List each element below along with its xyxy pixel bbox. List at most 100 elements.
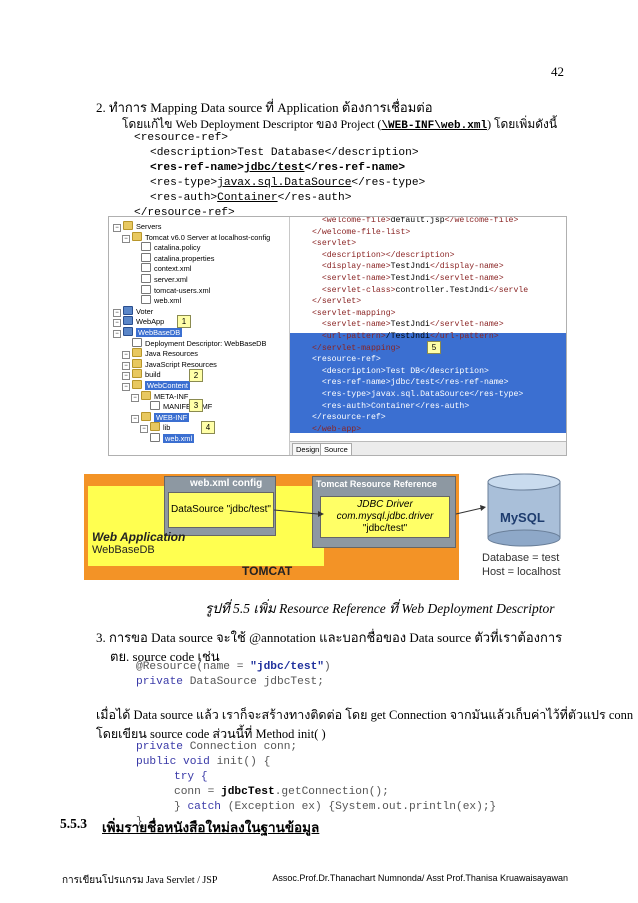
xml-tag: </description> bbox=[420, 366, 489, 376]
code-text: DataSource jdbcTest; bbox=[183, 676, 324, 688]
editor-tabs: Design Source bbox=[290, 441, 566, 455]
expand-toggle-icon[interactable]: − bbox=[122, 383, 130, 391]
expand-toggle-icon[interactable]: − bbox=[113, 308, 121, 317]
tree-item[interactable]: −WebApp bbox=[113, 316, 164, 328]
xml-tag: <servlet-class> bbox=[312, 285, 396, 295]
tree-item-label: Servers bbox=[136, 222, 162, 231]
project-explorer-tree: −Servers−Tomcat v6.0 Server at localhost… bbox=[109, 217, 290, 455]
tree-item[interactable]: − Java Resources bbox=[122, 348, 198, 360]
folder-icon bbox=[132, 380, 142, 389]
tree-item[interactable]: −META-INF bbox=[131, 390, 188, 402]
tree-item[interactable]: MANIFEST.MF bbox=[140, 401, 212, 412]
expand-toggle-icon[interactable]: − bbox=[113, 330, 121, 338]
file-icon bbox=[132, 337, 142, 347]
jdbc-driver-box: JDBC Driver com.mysql.jdbc.driver "jdbc/… bbox=[320, 496, 450, 538]
tree-item[interactable]: −WEB-INF bbox=[131, 411, 190, 423]
get-connection-line: conn = jdbcTest.getConnection(); bbox=[174, 785, 389, 800]
xml-tag: <description> bbox=[312, 250, 386, 260]
xml-tag: </servle bbox=[488, 285, 529, 295]
xml-tag: </description> bbox=[385, 250, 455, 260]
tree-item-label: web.xml bbox=[163, 434, 195, 443]
tree-item[interactable]: tomcat-users.xml bbox=[131, 284, 210, 296]
editor-line: <res-type>javax.sql.DataSource</res-type… bbox=[312, 389, 523, 400]
code-text: (Exception ex) {System.out.println(ex);} bbox=[221, 801, 497, 813]
code-keyword: catch bbox=[187, 801, 222, 813]
tree-item[interactable]: catalina.properties bbox=[131, 252, 215, 264]
datasource-box: DataSource "jdbc/test" bbox=[168, 492, 274, 528]
tab-design[interactable]: Design bbox=[292, 443, 324, 455]
db-cylinder-bottom bbox=[487, 529, 561, 547]
xml-tag: </res-auth> bbox=[415, 401, 470, 411]
item3-example: ตย. source code เช่น bbox=[110, 649, 220, 664]
xml-tag: <res-auth> bbox=[312, 401, 371, 411]
tree-item-label: catalina.properties bbox=[154, 253, 215, 263]
tomcat-label: TOMCAT bbox=[242, 564, 293, 578]
file-icon bbox=[141, 295, 151, 305]
tree-item[interactable]: −Tomcat v6.0 Server at localhost-config bbox=[122, 231, 270, 243]
diagram-connectors bbox=[273, 473, 561, 547]
xml-tag: <url-pattern> bbox=[312, 332, 386, 341]
tree-item[interactable]: −lib bbox=[140, 422, 170, 434]
tab-source[interactable]: Source bbox=[320, 443, 352, 455]
tree-item[interactable]: − Servers bbox=[113, 221, 161, 232]
project-icon bbox=[123, 316, 133, 326]
item2-desc: โดยแก้ไข Web Deployment Descriptor ของ P… bbox=[122, 115, 557, 134]
file-icon bbox=[150, 433, 160, 442]
mysql-label: MySQL bbox=[500, 510, 545, 525]
init-method-line: public void init() { bbox=[136, 755, 270, 770]
datasource-decl-line: private DataSource jdbcTest; bbox=[136, 675, 324, 690]
expand-toggle-icon[interactable]: − bbox=[140, 425, 148, 434]
tree-item-label: JavaScript Resources bbox=[145, 359, 217, 369]
folder-icon bbox=[150, 422, 160, 432]
item3-title: 3. การขอ Data source จะใช้ @annotation แ… bbox=[96, 630, 563, 645]
tree-item[interactable]: context.xml bbox=[131, 263, 191, 274]
tree-item[interactable]: −WebContent bbox=[122, 380, 190, 391]
editor-line: <servlet-name>TestJndi</servlet-name> bbox=[312, 319, 504, 330]
code-keyword: private bbox=[136, 676, 183, 688]
expand-toggle-icon[interactable]: − bbox=[113, 224, 121, 232]
web-application-label: Web Application bbox=[92, 530, 186, 544]
editor-line: <description></description> bbox=[312, 250, 455, 261]
code-tag: <res-ref-name> bbox=[150, 162, 244, 174]
xml-tag: </servlet-name> bbox=[429, 320, 504, 330]
xml-text: controller.TestJndi bbox=[395, 285, 489, 295]
code-tag: </description> bbox=[324, 147, 419, 159]
xml-tag: </url-pattern> bbox=[429, 332, 499, 341]
xml-text: jdbc/test bbox=[390, 378, 435, 388]
item2-desc-path: \WEB-INF\web.xml bbox=[381, 120, 488, 132]
tree-item[interactable]: server.xml bbox=[131, 274, 188, 285]
xml-tag: </servlet> bbox=[312, 297, 362, 307]
expand-toggle-icon[interactable]: − bbox=[122, 234, 130, 243]
code-value: javax.sql.DataSource bbox=[217, 177, 352, 189]
tree-item[interactable]: catalina.policy bbox=[131, 242, 200, 253]
xml-text: TestJndi bbox=[390, 274, 430, 283]
tree-item[interactable]: − JavaScript Resources bbox=[122, 358, 217, 370]
code-res-ref-name-line: <res-ref-name>jdbc/test</res-ref-name> bbox=[150, 161, 405, 176]
ide-screenshot: −Servers−Tomcat v6.0 Server at localhost… bbox=[108, 216, 567, 456]
xml-tag: </welcome-file-list> bbox=[312, 227, 411, 237]
folder-icon bbox=[132, 369, 142, 379]
editor-line: <servlet-name>TestJndi</servlet-name> bbox=[312, 273, 504, 284]
tree-item-label: server.xml bbox=[154, 275, 188, 284]
code-tag: </res-ref-name> bbox=[304, 162, 406, 174]
tree-item[interactable]: −Voter bbox=[113, 305, 153, 317]
expand-toggle-icon[interactable]: − bbox=[113, 319, 121, 328]
tree-item[interactable]: web.xml bbox=[140, 433, 195, 444]
expand-toggle-icon[interactable]: − bbox=[122, 361, 130, 370]
xml-tag: <res-type> bbox=[312, 390, 371, 399]
tree-item[interactable]: web.xml bbox=[131, 295, 181, 306]
tree-item[interactable]: −build bbox=[122, 369, 161, 381]
expand-toggle-icon[interactable]: − bbox=[122, 351, 130, 360]
webbasedb-label: WebBaseDB bbox=[92, 544, 155, 556]
code-text: } bbox=[174, 801, 188, 813]
tree-item-label: Java Resources bbox=[145, 349, 198, 359]
tree-item[interactable]: − WebBaseDB bbox=[113, 327, 183, 338]
tree-item-label: WebBaseDB bbox=[136, 328, 183, 337]
expand-toggle-icon[interactable]: − bbox=[131, 393, 139, 402]
expand-toggle-icon[interactable]: − bbox=[122, 372, 130, 381]
xml-text: TestJndi bbox=[390, 320, 430, 330]
expand-toggle-icon[interactable]: − bbox=[131, 414, 139, 423]
editor-line: </web-app> bbox=[312, 424, 361, 435]
tree-item[interactable]: Deployment Descriptor: WebBaseDB bbox=[122, 337, 266, 349]
editor-line: </servlet> bbox=[312, 296, 361, 307]
